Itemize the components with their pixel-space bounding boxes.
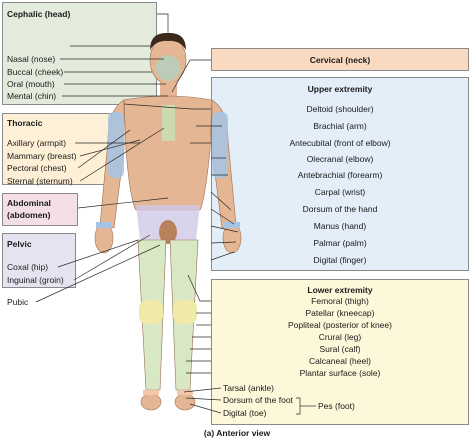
femoral-label: Femoral (thigh) <box>311 296 369 306</box>
groin-cover <box>159 220 177 244</box>
carpal-label: Carpal (wrist) <box>314 187 366 197</box>
left-knee <box>173 300 197 324</box>
right-ankle-band <box>143 390 159 395</box>
left-foot <box>174 393 196 411</box>
abdominal-title-line1: Abdominal <box>7 198 51 208</box>
sternal-region <box>162 105 175 141</box>
pubic-label: Pubic <box>7 297 29 307</box>
pelvic-box <box>2 233 76 288</box>
antebrachial-label: Antebrachial (forearm) <box>297 170 383 180</box>
cervical-title: Cervical (neck) <box>309 55 371 65</box>
digital-toe-label: Digital (toe) <box>223 408 267 418</box>
neck <box>160 82 177 98</box>
lower-extremity-box <box>211 279 469 425</box>
left-upper-arm-region <box>212 112 228 178</box>
calcaneal-label: Calcaneal (heel) <box>309 356 371 366</box>
sternal-label: Sternal (sternum) <box>7 176 73 186</box>
mammary-label: Mammary (breast) <box>7 151 77 161</box>
abdominal-box <box>2 193 78 226</box>
plantar-label: Plantar surface (sole) <box>299 368 381 378</box>
deltoid-label: Deltoid (shoulder) <box>306 104 374 114</box>
popliteal-label: Popliteal (posterior of knee) <box>288 320 392 330</box>
pectoral-label: Pectoral (chest) <box>7 163 67 173</box>
cephalic-box <box>2 2 157 105</box>
mental-label: Mental (chin) <box>7 91 57 101</box>
cephalic-title: Cephalic (head) <box>7 9 71 19</box>
leader-lines <box>35 13 316 415</box>
right-knee <box>139 300 163 324</box>
inguinal-label: Inguinal (groin) <box>7 275 64 285</box>
thoracic-box <box>2 113 112 185</box>
upper-extremity-box <box>211 77 469 271</box>
manus-label: Manus (hand) <box>313 221 367 231</box>
thoracic-title: Thoracic <box>7 118 43 128</box>
left-ankle-band <box>177 390 193 395</box>
pes-label: Pes (foot) <box>318 401 355 411</box>
patellar-label: Patellar (kneecap) <box>305 308 375 318</box>
coxal-label: Coxal (hip) <box>7 262 49 272</box>
upper-extremity-title: Upper extremity <box>307 84 373 94</box>
cervical-box <box>211 48 469 71</box>
right-foot <box>140 393 162 411</box>
right-wrist-band <box>96 222 112 228</box>
right-upper-arm-region <box>108 112 124 178</box>
palmar-label: Palmar (palm) <box>313 238 367 248</box>
nasal-label: Nasal (nose) <box>7 54 56 64</box>
figure-caption: (a) Anterior view <box>203 428 271 438</box>
hair <box>150 32 186 50</box>
face-region <box>156 55 180 81</box>
antecubital-label: Antecubital (front of elbow) <box>289 138 391 148</box>
left-wrist-band <box>224 222 240 228</box>
pelvic-title: Pelvic <box>7 239 32 249</box>
axillary-label: Axillary (armpit) <box>7 138 67 148</box>
olecranal-label: Olecranal (elbow) <box>306 154 374 164</box>
crural-label: Crural (leg) <box>318 332 362 342</box>
dorsum-foot-label: Dorsum of the foot <box>223 395 293 405</box>
dorsum-hand-label: Dorsum of the hand <box>302 204 378 214</box>
tarsal-label: Tarsal (ankle) <box>223 383 275 393</box>
oral-label: Oral (mouth) <box>7 79 55 89</box>
digital-finger-label: Digital (finger) <box>313 255 367 265</box>
abdominal-title-line2: (abdomen) <box>7 210 51 220</box>
sural-label: Sural (calf) <box>319 344 361 354</box>
brachial-label: Brachial (arm) <box>313 121 367 131</box>
buccal-label: Buccal (cheek) <box>7 67 64 77</box>
lower-extremity-title: Lower extremity <box>307 285 373 295</box>
